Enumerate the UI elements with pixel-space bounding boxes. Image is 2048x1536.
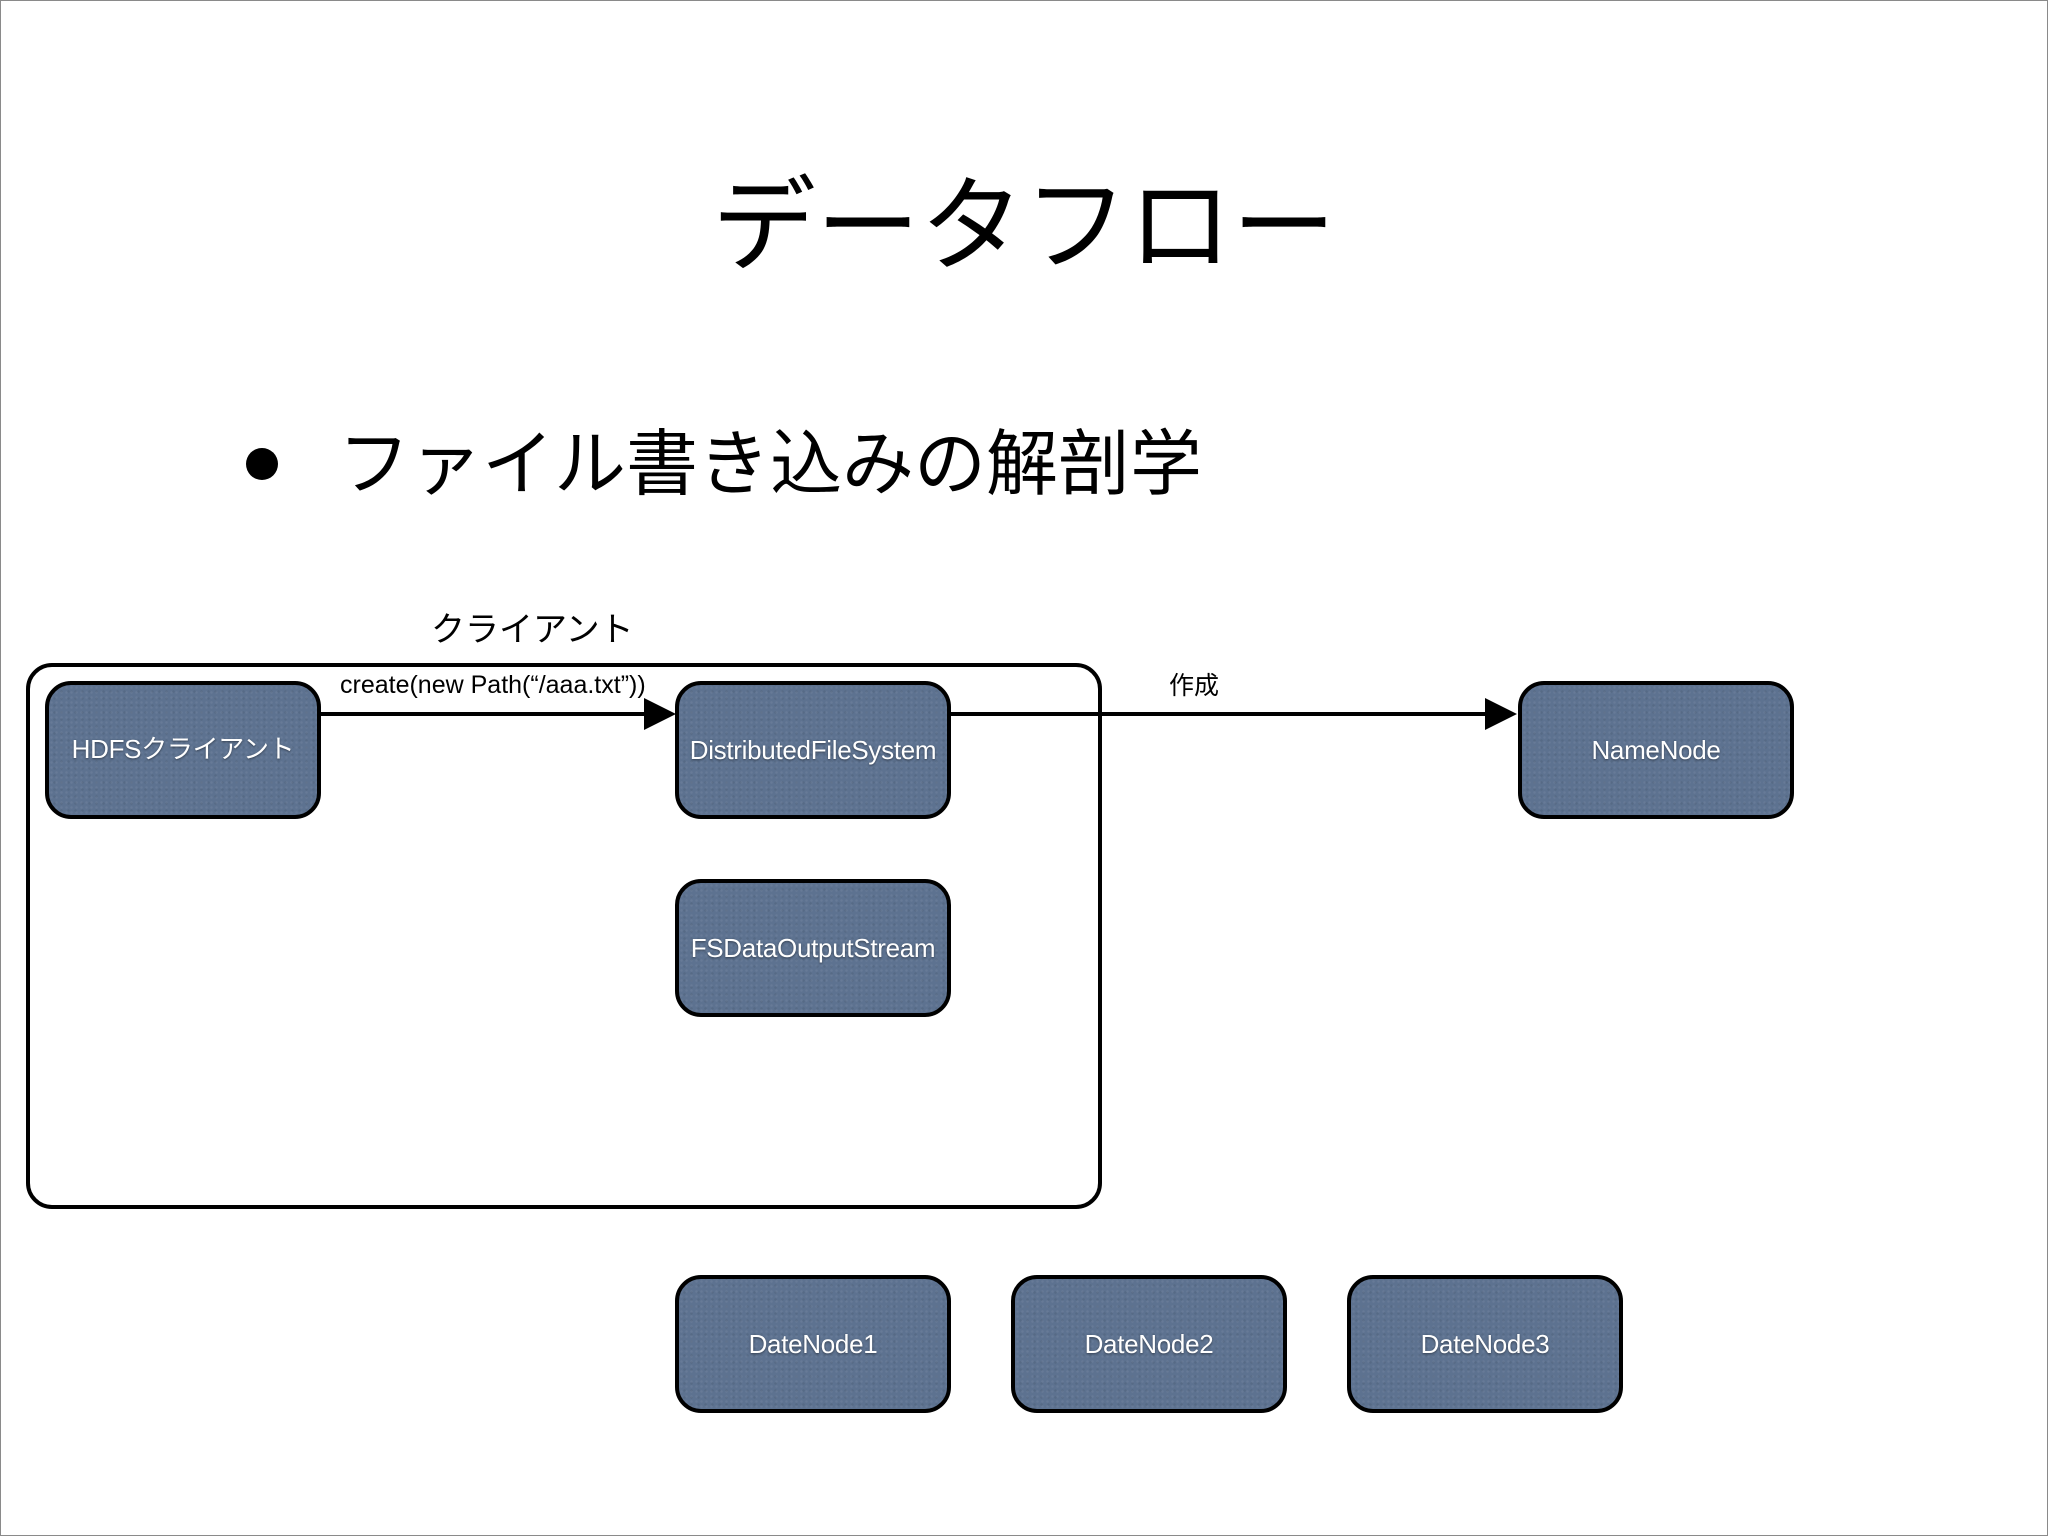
node-datanode-2-label: DateNode2 — [1084, 1328, 1214, 1359]
node-datanode-1-label: DateNode1 — [748, 1328, 878, 1359]
bullet-item: ファイル書き込みの解剖学 — [246, 419, 1202, 509]
slide-title: データフロー — [711, 165, 1336, 287]
bullet-text: ファイル書き込みの解剖学 — [338, 422, 1203, 506]
node-datanode-3-label: DateNode3 — [1420, 1328, 1550, 1359]
edge-namenode-label: 作成 — [1169, 672, 1220, 700]
bullet-dot-icon — [246, 448, 278, 480]
client-group-frame — [26, 663, 1102, 1209]
node-distributed-file-system-label: DistributedFileSystem — [689, 734, 937, 765]
node-datanode-2[interactable]: DateNode2 — [1011, 1275, 1287, 1413]
node-hdfs-client[interactable]: HDFSクライアント — [45, 681, 321, 819]
node-distributed-file-system[interactable]: DistributedFileSystem — [675, 681, 951, 819]
node-namenode[interactable]: NameNode — [1518, 681, 1794, 819]
node-hdfs-client-label: HDFSクライアント — [71, 734, 295, 764]
node-fs-data-output-stream-label: FSDataOutputStream — [690, 932, 936, 963]
node-namenode-label: NameNode — [1591, 734, 1721, 765]
node-datanode-3[interactable]: DateNode3 — [1347, 1275, 1623, 1413]
edge-create-label: create(new Path(“/aaa.txt”)) — [340, 671, 646, 699]
node-fs-data-output-stream[interactable]: FSDataOutputStream — [675, 879, 951, 1017]
node-datanode-1[interactable]: DateNode1 — [675, 1275, 951, 1413]
client-group-label: クライアント — [431, 610, 634, 650]
